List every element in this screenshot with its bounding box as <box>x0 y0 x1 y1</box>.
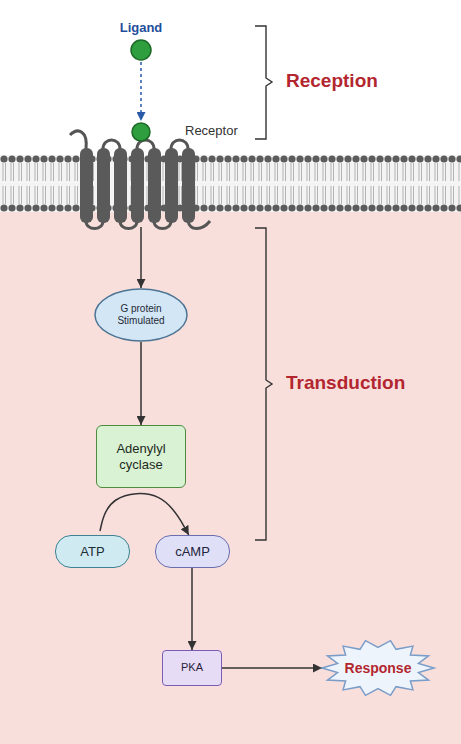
receptor-loop <box>171 140 188 149</box>
receptor-helix <box>131 148 144 223</box>
receptor-loop <box>70 131 86 149</box>
node-text: PKA <box>181 661 203 674</box>
bound-ligand <box>132 123 150 141</box>
node-text: Response <box>345 660 412 677</box>
node-text: Adenylyl cyclase <box>105 441 177 472</box>
process-box: PKA <box>162 650 222 686</box>
arrow-connector <box>140 62 142 121</box>
node-text: Receptor <box>185 123 238 139</box>
process-box: ATP <box>55 535 130 568</box>
section-label: Transduction <box>286 372 405 394</box>
node-text: ATP <box>80 544 104 560</box>
arrow-connector <box>191 568 193 650</box>
arrow-connector <box>140 342 142 425</box>
process-box: Adenylyl cyclase <box>96 425 186 488</box>
star-node: Response <box>322 640 434 696</box>
starburst-shape <box>322 641 434 696</box>
section-label: Reception <box>286 70 378 92</box>
arrow-connector <box>140 227 142 288</box>
ellipse-shape <box>95 289 187 341</box>
ligand-node: Ligand <box>116 20 166 62</box>
node-text: cAMP <box>175 544 210 560</box>
receptor-helix <box>114 148 127 223</box>
receptor-loop <box>103 140 120 149</box>
lipid-bilayer <box>0 155 461 212</box>
arrow-connector <box>100 494 189 535</box>
transduction-bracket <box>255 228 272 540</box>
process-box: cAMP <box>155 535 230 568</box>
receptor-symbol <box>70 123 210 229</box>
receptor-helix <box>97 148 110 223</box>
node-text: G protein Stimulated <box>110 303 172 327</box>
ligand-circle <box>131 40 151 60</box>
arrow-connector <box>222 667 322 669</box>
node-text: Ligand <box>116 20 166 36</box>
cytoplasm-background <box>0 184 461 744</box>
ellipse-node: G protein Stimulated <box>94 288 188 342</box>
membrane-core <box>0 155 461 212</box>
receptor-helix <box>148 148 161 223</box>
receptor-helix <box>80 148 93 223</box>
reception-bracket <box>255 26 272 139</box>
receptor-helix <box>165 148 178 223</box>
receptor-node: Receptor <box>70 121 250 227</box>
receptor-helix <box>182 148 195 223</box>
